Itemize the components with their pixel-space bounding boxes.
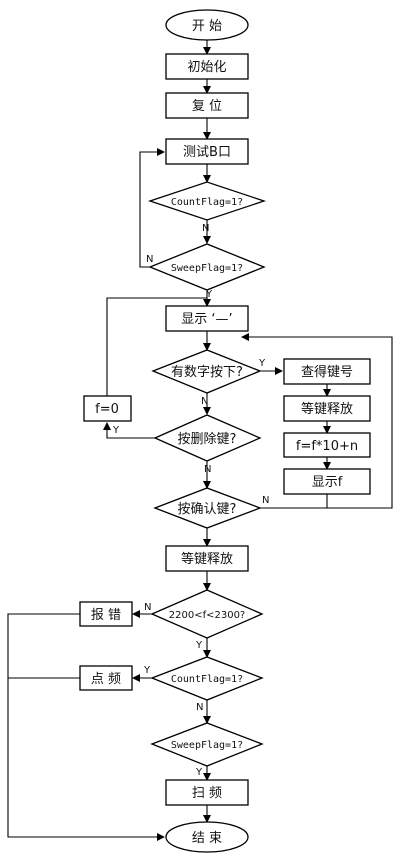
- label-n-confirm: N: [262, 495, 269, 506]
- decision-sweep-flag-2-label: SweepFlag=1?: [171, 740, 243, 751]
- label-y-delete: Y: [112, 425, 120, 436]
- node-sweep-freq-label: 扫 频: [192, 786, 222, 801]
- node-calc-f: f=f*10+n: [283, 432, 371, 458]
- node-init: 初始化: [165, 53, 249, 80]
- label-y-sweep2: Y: [195, 767, 203, 778]
- node-reset: 复 位: [165, 92, 249, 119]
- label-n-delete: N: [204, 464, 211, 475]
- decision-sweep-flag-1-label: SweepFlag=1?: [171, 263, 243, 274]
- node-test-b: 测试B口: [165, 138, 249, 165]
- node-spot-freq: 点 频: [79, 665, 133, 691]
- decision-range-check: 2200<f<2300?: [150, 589, 264, 639]
- connectors: [7, 40, 393, 841]
- decision-delete-pressed-label: 按删除键?: [178, 432, 237, 447]
- label-y-range: Y: [195, 640, 203, 651]
- decision-count-flag-1: CountFlag=1?: [147, 181, 267, 221]
- decision-sweep-flag-2: SweepFlag=1?: [150, 722, 264, 767]
- decision-count-flag-2: CountFlag=1?: [150, 656, 264, 701]
- label-y-count2: Y: [143, 665, 151, 676]
- node-display-dash-label: 显示 ‘—’: [181, 312, 232, 327]
- decision-count-flag-1-label: CountFlag=1?: [171, 197, 243, 208]
- decision-confirm-pressed: 按确认键?: [153, 487, 262, 529]
- decision-digit-pressed: 有数字按下?: [151, 349, 262, 394]
- node-wait-release-1-label: 等键释放: [301, 401, 353, 417]
- branch-labels: N N Y Y N Y N N N Y Y N Y: [112, 223, 269, 778]
- node-wait-release-1: 等键释放: [283, 395, 371, 422]
- node-init-label: 初始化: [187, 60, 226, 75]
- label-n-range: N: [144, 602, 151, 613]
- node-wait-release-2-label: 等键释放: [181, 551, 233, 567]
- node-start: 开 始: [165, 9, 249, 41]
- node-reset-label: 复 位: [192, 99, 222, 114]
- node-get-key: 查得键号: [283, 358, 371, 385]
- node-error: 报 错: [79, 601, 133, 627]
- decision-confirm-pressed-label: 按确认键?: [178, 502, 237, 517]
- node-sweep-freq: 扫 频: [165, 779, 249, 806]
- node-test-b-label: 测试B口: [183, 145, 231, 160]
- label-n-count1: N: [146, 254, 153, 265]
- node-display-dash: 显示 ‘—’: [165, 305, 249, 332]
- node-start-label: 开 始: [192, 19, 222, 34]
- decision-count-flag-2-label: CountFlag=1?: [171, 674, 243, 685]
- node-calc-f-label: f=f*10+n: [296, 439, 358, 454]
- decision-sweep-flag-1: SweepFlag=1?: [148, 243, 266, 291]
- node-display-f-label: 显示f: [312, 475, 343, 490]
- node-wait-release-2: 等键释放: [165, 545, 249, 572]
- node-f-zero-label: f=0: [95, 402, 119, 417]
- node-end: 结 束: [165, 821, 249, 853]
- node-error-label: 报 错: [91, 608, 121, 623]
- label-y-digit: Y: [258, 358, 266, 369]
- decision-digit-pressed-label: 有数字按下?: [171, 365, 243, 380]
- decision-range-check-label: 2200<f<2300?: [169, 610, 245, 621]
- node-display-f: 显示f: [283, 468, 371, 495]
- node-end-label: 结 束: [192, 831, 222, 846]
- label-n-digit: N: [201, 396, 208, 407]
- node-spot-freq-label: 点 频: [91, 672, 121, 687]
- node-get-key-label: 查得键号: [301, 364, 353, 380]
- label-n-count2: N: [196, 702, 203, 713]
- node-f-zero: f=0: [83, 395, 132, 422]
- label-n-test: N: [202, 223, 209, 234]
- decision-delete-pressed: 按删除键?: [153, 414, 262, 462]
- label-y-sweep1: Y: [205, 289, 213, 300]
